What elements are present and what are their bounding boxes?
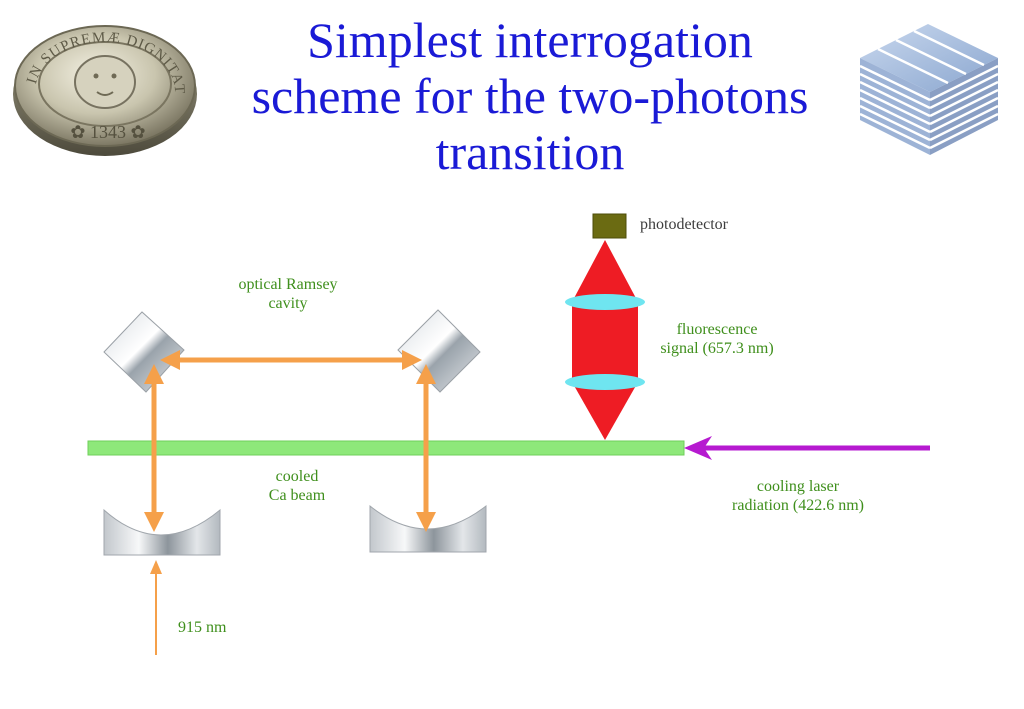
lens-bottom bbox=[565, 374, 645, 390]
seal-year: ✿ 1343 ✿ bbox=[70, 122, 145, 142]
photodetector-label: photodetector bbox=[640, 216, 728, 233]
cooled-label-line1: cooled bbox=[275, 468, 319, 485]
lens-top bbox=[565, 294, 645, 310]
ramsey-mirror-right bbox=[397, 309, 481, 393]
fluorescence-label-line1: fluorescence bbox=[676, 321, 758, 338]
title-line-1: Simplest interrogation bbox=[307, 12, 753, 68]
title-line-3: transition bbox=[435, 124, 625, 180]
wavelength-915-label: 915 nm bbox=[178, 619, 227, 636]
cooled-label-line2: Ca beam bbox=[268, 487, 326, 504]
ramsey-label-line2: cavity bbox=[268, 295, 308, 312]
fluorescence-signal bbox=[572, 240, 638, 440]
title-line-2: scheme for the two-photons bbox=[251, 68, 809, 124]
input-beam-915nm bbox=[150, 560, 162, 655]
ramsey-cavity-label: optical Ramsey cavity bbox=[214, 275, 362, 313]
ramsey-label-line1: optical Ramsey bbox=[238, 276, 338, 293]
cooling-laser-arrow bbox=[684, 436, 930, 460]
cooling-label-line2: radiation (422.6 nm) bbox=[732, 497, 864, 514]
ramsey-mirror-left bbox=[103, 311, 185, 393]
photodetector-box bbox=[592, 213, 627, 239]
fluorescence-label: fluorescence signal (657.3 nm) bbox=[642, 320, 792, 358]
page-title: Simplest interrogation scheme for the tw… bbox=[180, 12, 880, 180]
striped-cube-logo-icon bbox=[859, 24, 999, 155]
fluorescence-label-line2: signal (657.3 nm) bbox=[660, 340, 774, 357]
ramsey-beams bbox=[144, 350, 436, 532]
cooling-label-line1: cooling laser bbox=[756, 478, 840, 495]
university-seal-icon: IN SUPREMÆ DIGNITATIS ✿ 1343 ✿ bbox=[0, 0, 197, 156]
concave-mirror-left bbox=[103, 508, 221, 556]
calcium-beam bbox=[87, 440, 685, 456]
cooling-laser-label: cooling laser radiation (422.6 nm) bbox=[708, 477, 888, 515]
calcium-beam-label: cooled Ca beam bbox=[248, 467, 346, 505]
